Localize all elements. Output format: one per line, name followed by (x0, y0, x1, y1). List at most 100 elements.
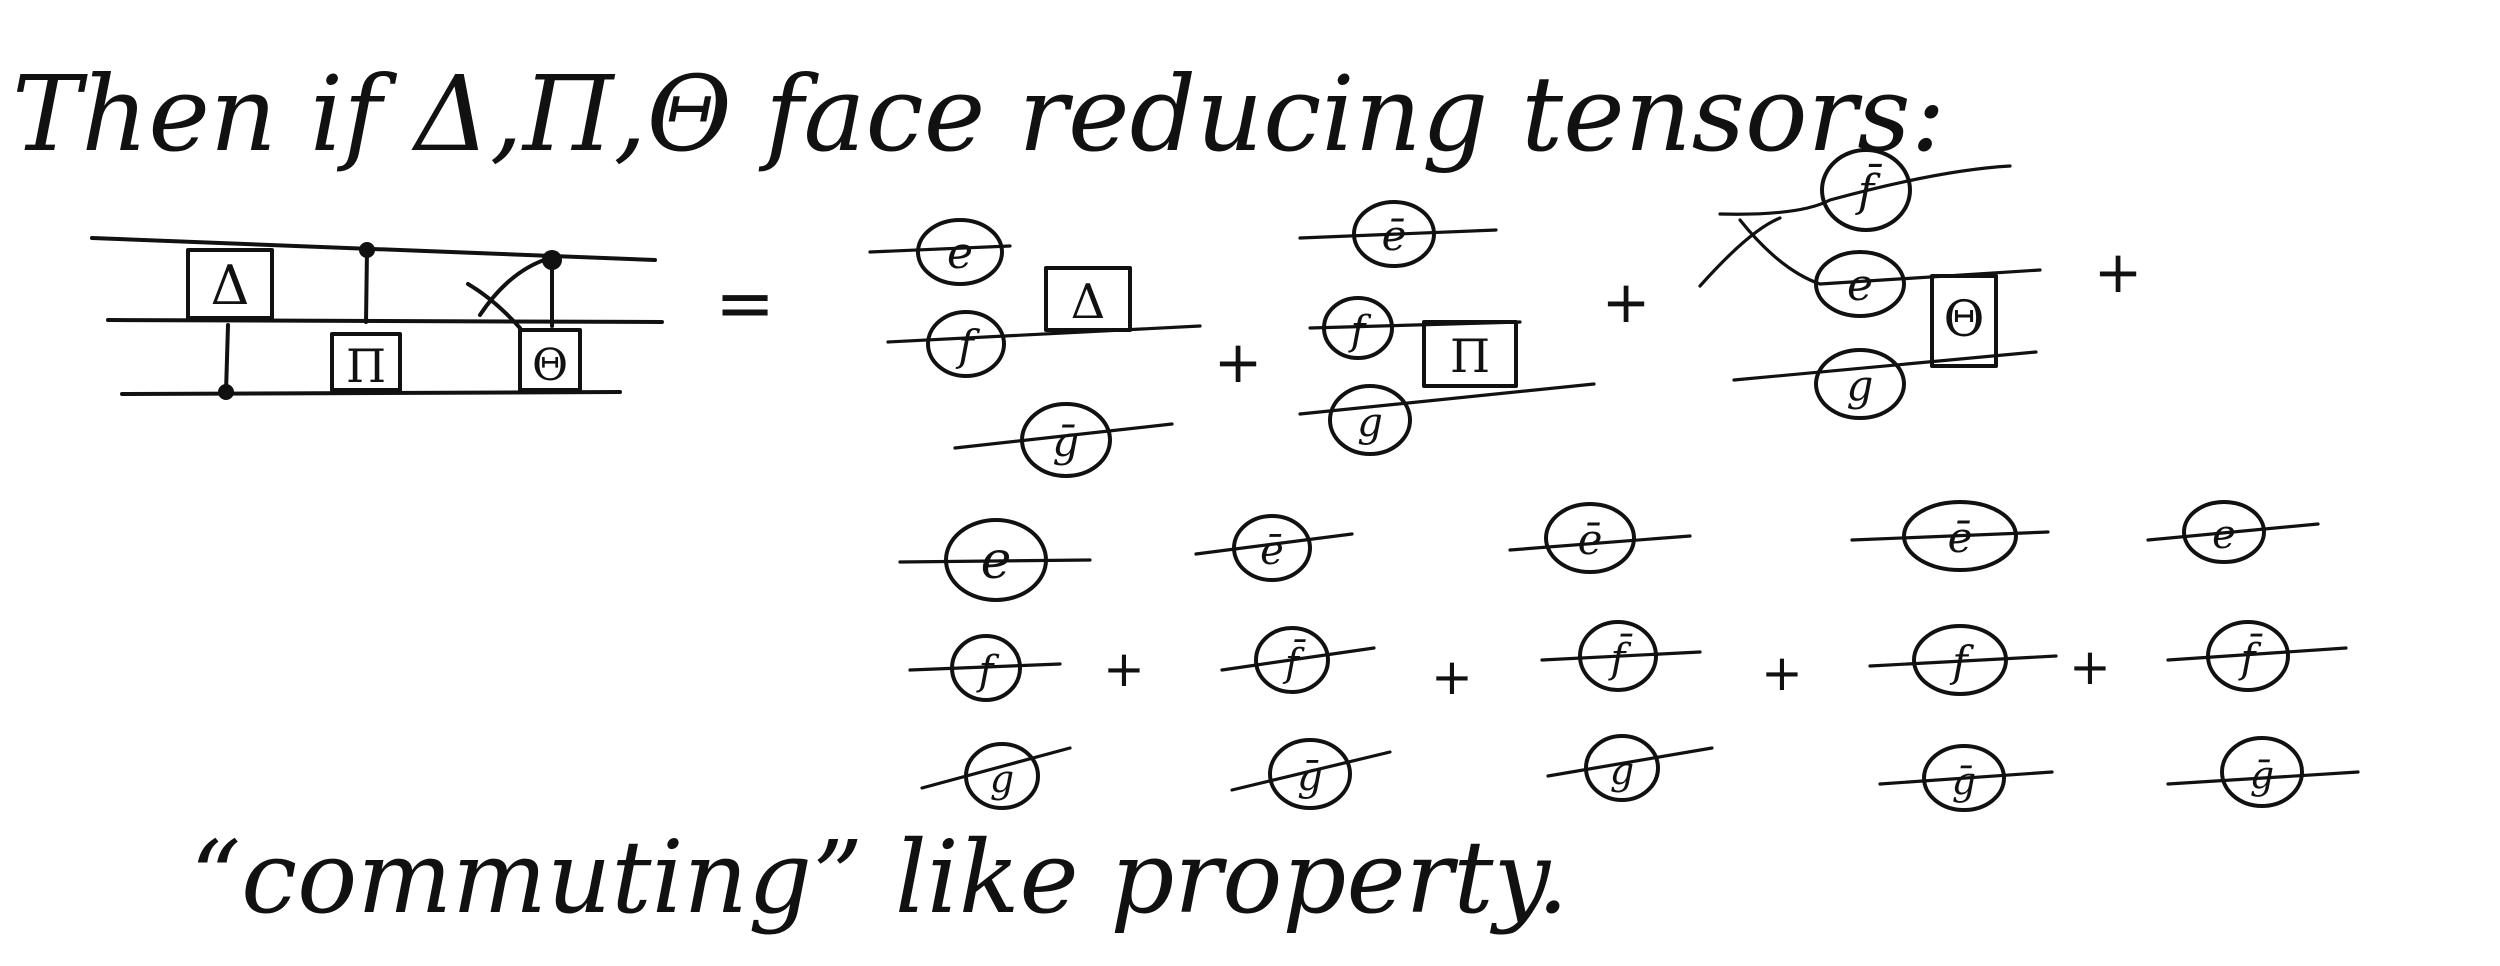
plus-sign: + (1431, 648, 1473, 706)
node-label: f̄ (2238, 633, 2264, 682)
node-circle (1020, 402, 1112, 478)
term-7: ē f ḡ (1850, 500, 2058, 812)
node-circle (1578, 620, 1658, 692)
node-circle (964, 742, 1040, 810)
term-5: ē f̄ ḡ (1194, 514, 1392, 810)
wire (1732, 350, 2038, 382)
pi-gate (330, 332, 402, 392)
node-label: ē (1260, 528, 1284, 574)
wire (920, 746, 1072, 790)
theta-gate (518, 328, 582, 392)
term-6: ē f̄ g (1508, 502, 1714, 802)
node-circle (1254, 626, 1330, 694)
node-circle (1814, 250, 1906, 318)
wire (1298, 382, 1596, 416)
node-label: f (955, 321, 980, 370)
wire (2166, 770, 2360, 786)
equals-sign: = (715, 261, 775, 345)
plus-sign: + (1103, 640, 1145, 698)
node-label: f̄ (1608, 633, 1634, 682)
delta-gate-label: Δ (211, 254, 250, 317)
wire (1194, 532, 1354, 556)
node-circle (1584, 734, 1660, 802)
node-label: f̄ (1282, 640, 1307, 685)
node-circle (1352, 200, 1436, 268)
gate-box (1422, 320, 1518, 388)
node-label: g (1610, 749, 1634, 793)
gate-label: Δ (1071, 274, 1106, 330)
swap-curve (478, 256, 552, 317)
term-1: e f ḡ Δ (868, 218, 1202, 478)
node-label: e (947, 228, 973, 279)
wire (1540, 650, 1702, 662)
wire (2166, 646, 2348, 662)
wire (1220, 646, 1376, 672)
gate-label: Π (1450, 329, 1490, 383)
wire (1868, 654, 2058, 668)
wire (1230, 750, 1392, 792)
node-circle (1922, 744, 2006, 812)
node-circle (1902, 500, 2018, 572)
node-circle (926, 310, 1006, 378)
wire (1718, 164, 2012, 216)
theta-gate-label: Θ (532, 340, 568, 391)
wire (2146, 522, 2320, 542)
node-circle (944, 518, 1048, 602)
node-circle (1544, 502, 1636, 574)
gate-label: Θ (1944, 290, 1985, 348)
wire (1738, 218, 2042, 286)
node-label: ē (1948, 513, 1973, 562)
node-label: ḡ (2250, 753, 2274, 797)
control-dot (542, 250, 562, 270)
gate-box (1044, 266, 1132, 332)
node-label: g (990, 757, 1014, 801)
plus-sign: + (1602, 268, 1651, 336)
node-label: ē (1382, 211, 1407, 260)
term-4: e f g (898, 518, 1092, 810)
wire (953, 422, 1174, 450)
plus-sign: + (2094, 238, 2143, 306)
wire (908, 662, 1062, 672)
node-circle (2206, 620, 2290, 692)
node-label: f (976, 648, 1000, 694)
node-label: ḡ (1297, 754, 1323, 800)
swap-curve (466, 282, 522, 330)
gate-box (1930, 274, 1998, 368)
wire (886, 324, 1202, 344)
node-label: ē (1578, 515, 1603, 564)
wire (1508, 534, 1692, 552)
wire (898, 558, 1092, 564)
wire (1298, 228, 1498, 240)
pi-gate-label: Π (346, 339, 386, 393)
circuit-diagram: Δ Π Θ (90, 236, 664, 400)
circuit-wire-bottom (120, 390, 622, 396)
node-circle (1232, 514, 1312, 582)
node-circle (2182, 500, 2266, 564)
node-circle (1820, 148, 1912, 232)
node-circle (950, 634, 1022, 702)
node-label: e (2212, 512, 2236, 558)
node-label: e (981, 531, 1012, 591)
term-8: e f̄ ḡ (2146, 500, 2360, 808)
plus-sign: + (1214, 328, 1263, 396)
node-label: g (1357, 400, 1383, 446)
control-dot (218, 384, 234, 400)
node-circle (1322, 296, 1394, 360)
footer-text: “commuting” like property. (190, 819, 1569, 936)
wire (1878, 770, 2054, 786)
plus-sign: + (1761, 644, 1803, 702)
delta-gate (186, 248, 274, 320)
plus-sign: + (2069, 638, 2111, 696)
circuit-wire-middle (106, 318, 664, 324)
wire (1698, 216, 1782, 288)
node-circle (1328, 384, 1412, 456)
node-label: f (1348, 308, 1372, 354)
node-circle (1268, 738, 1352, 810)
term-2: ē f g Π (1298, 200, 1596, 456)
node-circle (2220, 736, 2304, 808)
node-label: e (1847, 260, 1873, 311)
control-dot (359, 242, 375, 258)
wire (1546, 746, 1714, 778)
wire (868, 244, 1012, 254)
